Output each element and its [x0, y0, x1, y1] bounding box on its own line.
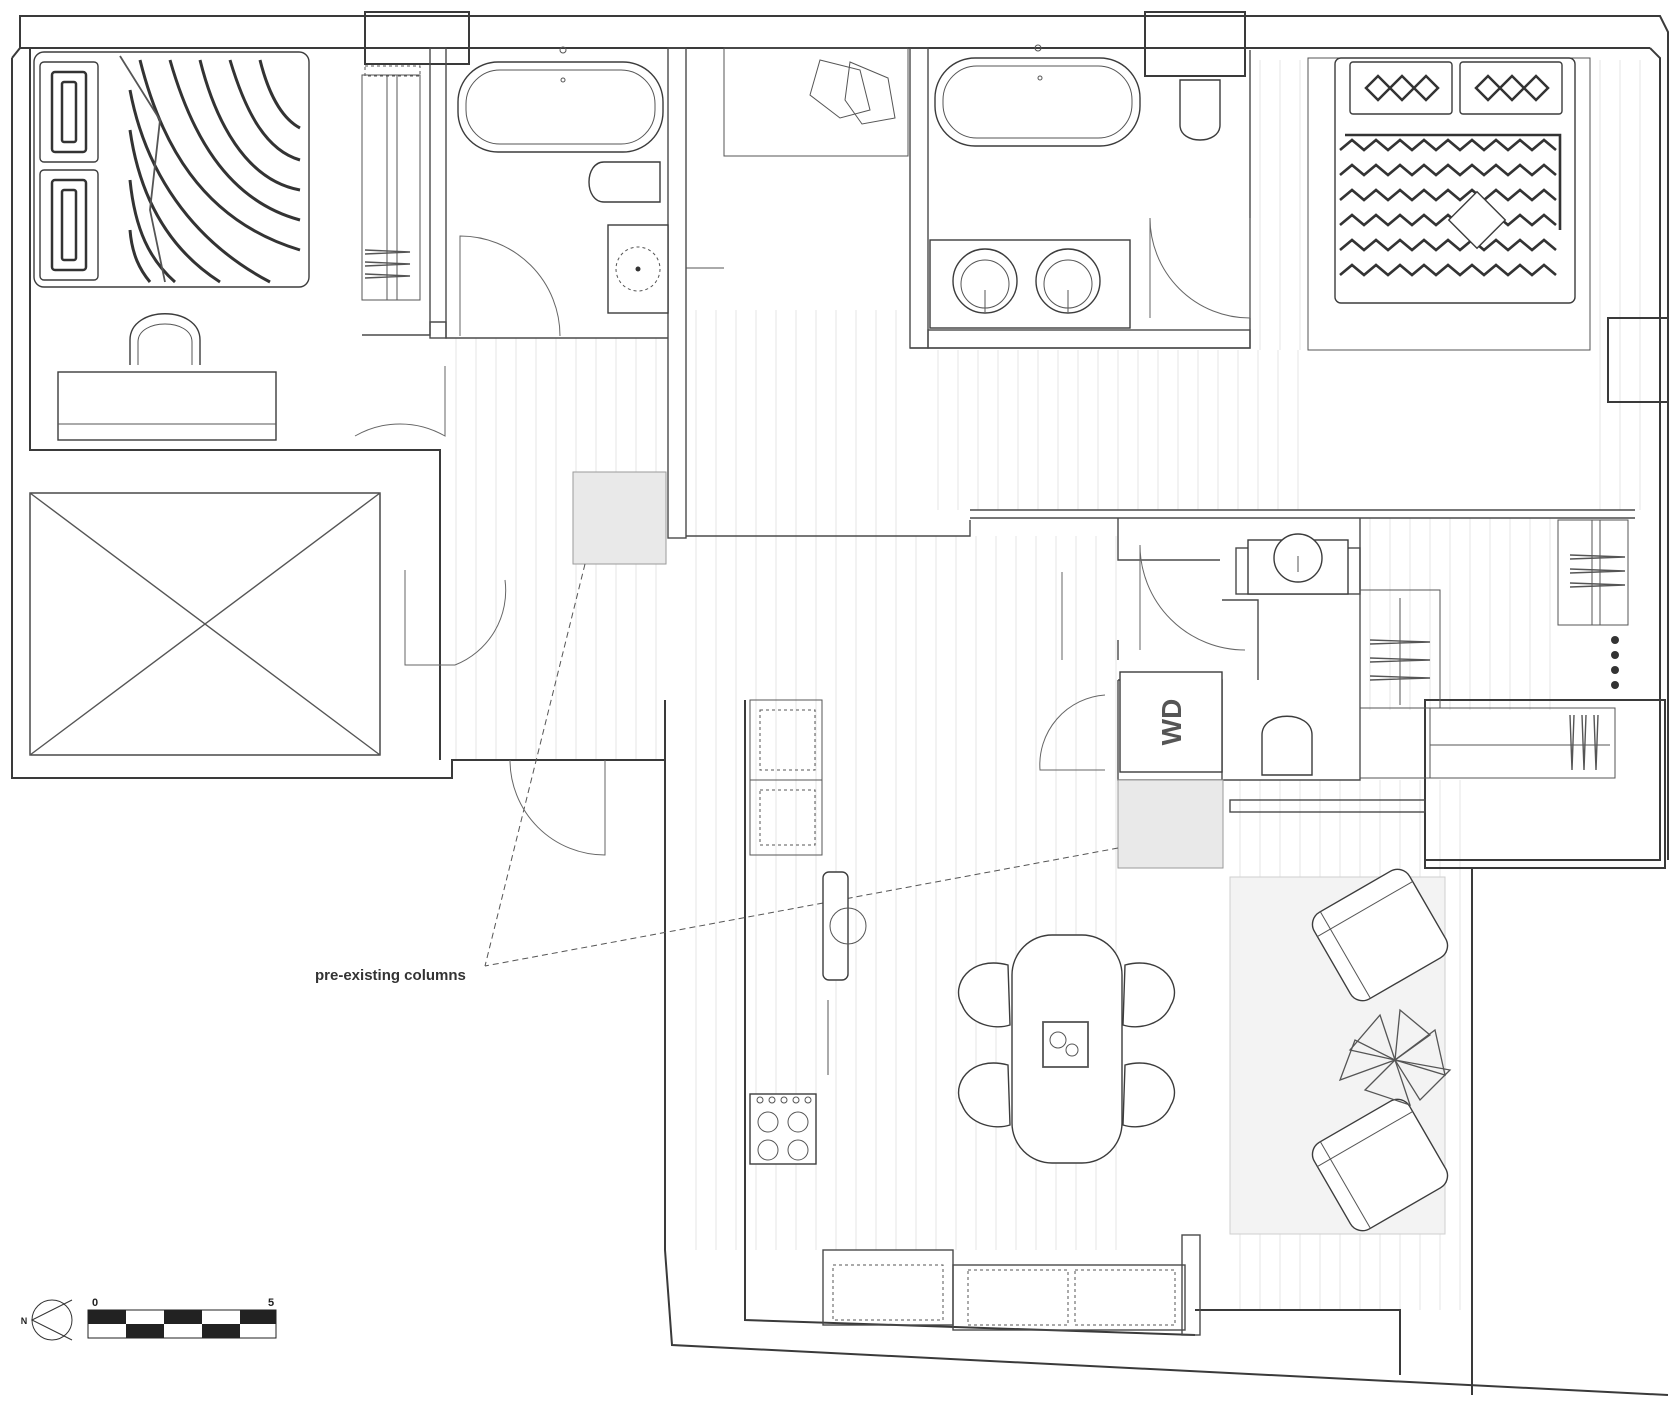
- washer-dryer-label: WD: [1156, 699, 1187, 746]
- armchair-top: [1311, 868, 1449, 1002]
- bed-right: [1334, 57, 1576, 304]
- scale-bar: 0 5: [87, 1297, 277, 1339]
- armchair-bottom: [1311, 1098, 1449, 1232]
- toilet-right-bath: [1179, 79, 1221, 141]
- corridor-doors: [354, 366, 1063, 856]
- north-label: N: [21, 1316, 28, 1326]
- bed-left: [33, 51, 310, 288]
- north-arrow: N: [21, 1299, 73, 1341]
- column-right: [1117, 779, 1224, 869]
- bathtub-right: [934, 57, 1141, 147]
- sink-kitchen: [822, 871, 849, 981]
- dining: [957, 934, 1176, 1164]
- pre-existing-columns: pre-existing columns: [315, 471, 1224, 984]
- scale-end-label: 5: [268, 1297, 274, 1309]
- plant: [1338, 1008, 1452, 1107]
- pillow-left-bottom: [39, 169, 99, 281]
- scale-start-label: 0: [92, 1297, 98, 1309]
- bathroom-2: [929, 44, 1251, 329]
- washer-dryer: [1119, 671, 1223, 773]
- columns-label: pre-existing columns: [315, 967, 466, 984]
- reading-nook: [686, 47, 909, 269]
- pillow-left-top: [39, 61, 99, 163]
- dining-table: [1011, 934, 1123, 1164]
- bathtub-left: [457, 61, 664, 153]
- daybed: [723, 47, 909, 157]
- living: [1229, 868, 1452, 1235]
- desk-chair: [129, 313, 201, 365]
- centerpiece-tray: [1042, 1021, 1089, 1068]
- bathroom-1: [457, 46, 669, 337]
- bedroom-2: [1307, 57, 1629, 689]
- void-opening: [29, 492, 381, 756]
- kitchen: [749, 699, 1176, 1326]
- desk-left: [57, 371, 277, 441]
- cooktop: [749, 1093, 817, 1165]
- dining-chairs: [957, 962, 1176, 1128]
- column-left: [572, 471, 667, 565]
- toilet-wc: [1261, 715, 1313, 776]
- bedroom-1: [33, 51, 421, 441]
- toilet-left: [588, 161, 661, 203]
- tall-cabinets: [749, 699, 823, 856]
- laundry-wc: WD: [1039, 533, 1616, 779]
